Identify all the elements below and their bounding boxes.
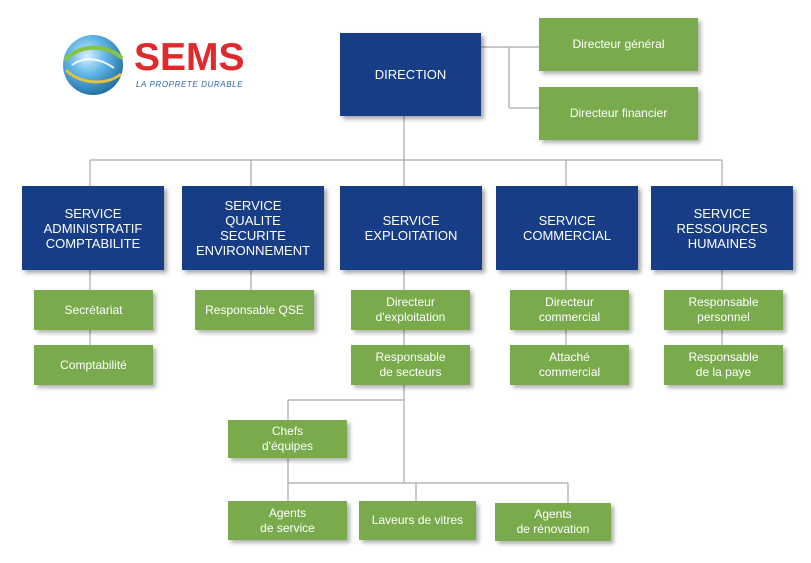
advisor-directeur-general: Directeur général bbox=[539, 18, 698, 71]
role-responsable-personnel: Responsable personnel bbox=[664, 290, 783, 330]
advisor-directeur-financier: Directeur financier bbox=[539, 87, 698, 140]
service-ressources-humaines: SERVICE RESSOURCES HUMAINES bbox=[651, 186, 793, 270]
brand-name: SEMS bbox=[134, 36, 245, 79]
service-commercial: SERVICE COMMERCIAL bbox=[496, 186, 638, 270]
role-agents-renovation: Agents de rénovation bbox=[495, 503, 611, 541]
role-responsable-secteurs: Responsable de secteurs bbox=[351, 345, 470, 385]
role-responsable-qse: Responsable QSE bbox=[195, 290, 314, 330]
role-directeur-exploitation: Directeur d'exploitation bbox=[351, 290, 470, 330]
service-administratif: SERVICE ADMINISTRATIF COMPTABILITE bbox=[22, 186, 164, 270]
service-exploitation: SERVICE EXPLOITATION bbox=[340, 186, 482, 270]
role-attache-commercial: Attaché commercial bbox=[510, 345, 629, 385]
role-directeur-commercial: Directeur commercial bbox=[510, 290, 629, 330]
brand-tagline: LA PROPRETE DURABLE bbox=[136, 80, 244, 89]
role-agents-service: Agents de service bbox=[228, 501, 347, 540]
direction-box: DIRECTION bbox=[340, 33, 481, 116]
sems-logo bbox=[63, 35, 124, 95]
role-comptabilite: Comptabilité bbox=[34, 345, 153, 385]
role-chefs-equipes: Chefs d'équipes bbox=[228, 420, 347, 458]
role-laveurs-vitres: Laveurs de vitres bbox=[359, 501, 476, 540]
role-responsable-paye: Responsable de la paye bbox=[664, 345, 783, 385]
role-secretariat: Secrétariat bbox=[34, 290, 153, 330]
service-qualite: SERVICE QUALITE SECURITE ENVIRONNEMENT bbox=[182, 186, 324, 270]
